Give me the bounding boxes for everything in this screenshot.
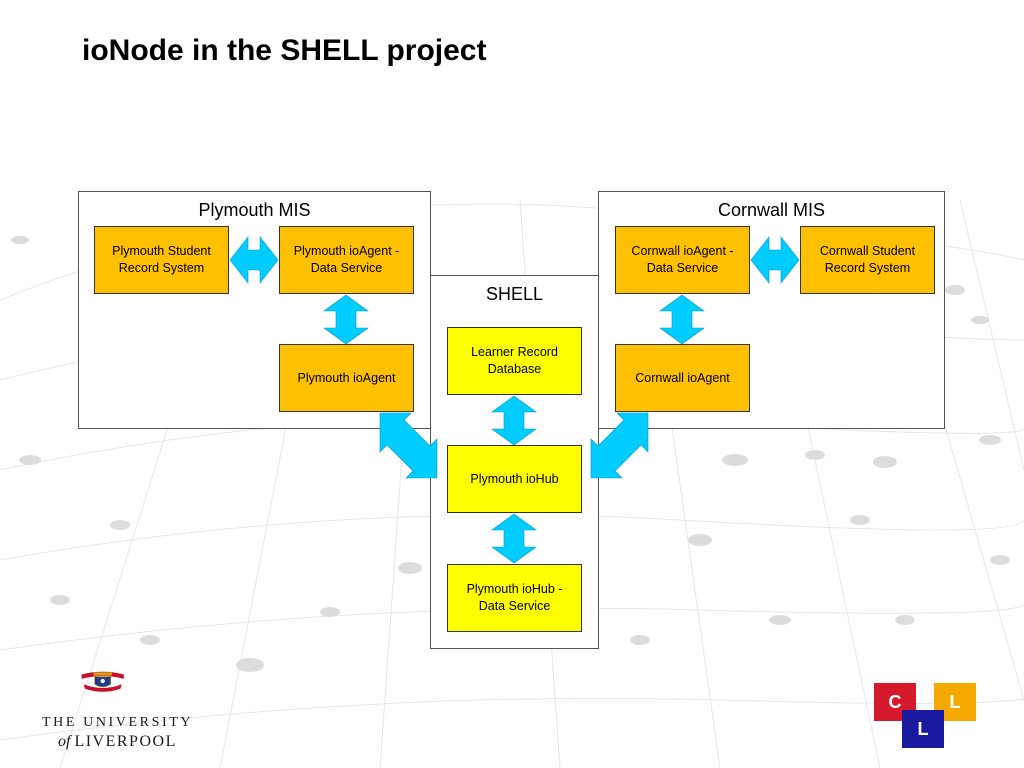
cll-logo-l-blue-square: L (902, 710, 944, 748)
cornwall-ioagent-label: Cornwall ioAgent (635, 370, 730, 385)
plymouth-iohub-data-service-label: Plymouth ioHub - Data Service (466, 582, 563, 613)
cornwall-ioagent-data-service-box: Cornwall ioAgent - Data Service (615, 226, 750, 294)
university-name-of: of (58, 733, 71, 750)
cornwall-ioagent-box: Cornwall ioAgent (615, 344, 750, 412)
cornwall-ioagent-data-service-label: Cornwall ioAgent - Data Service (631, 244, 734, 275)
plymouth-mis-label: Plymouth MIS (198, 200, 311, 220)
plymouth-ioagent-box: Plymouth ioAgent (279, 344, 414, 412)
page-title: ioNode in the SHELL project (82, 34, 487, 67)
shell-label: SHELL (485, 284, 544, 304)
plymouth-ioagent-data-service-box: Plymouth ioAgent - Data Service (279, 226, 414, 294)
plymouth-iohub-box: Plymouth ioHub (447, 445, 582, 513)
plymouth-student-record-system-box: Plymouth Student Record System (94, 226, 229, 294)
plymouth-student-record-system-label: Plymouth Student Record System (112, 244, 211, 275)
cornwall-student-record-system-label: Cornwall Student Record System (819, 244, 916, 275)
plymouth-ioagent-data-service-label: Plymouth ioAgent - Data Service (293, 244, 400, 275)
plymouth-iohub-data-service-box: Plymouth ioHub - Data Service (447, 564, 582, 632)
learner-record-database-label: Learner Record Database (471, 345, 558, 376)
university-crest-icon (81, 671, 124, 692)
cornwall-mis-label: Cornwall MIS (717, 200, 826, 220)
cornwall-student-record-system-box: Cornwall Student Record System (800, 226, 935, 294)
learner-record-database-box: Learner Record Database (447, 327, 582, 395)
plymouth-iohub-label: Plymouth ioHub (470, 471, 559, 486)
university-name-liverpool: LIVERPOOL (74, 733, 177, 750)
plymouth-ioagent-label: Plymouth ioAgent (297, 370, 396, 385)
university-name-line1: THE UNIVERSITY (42, 715, 194, 730)
